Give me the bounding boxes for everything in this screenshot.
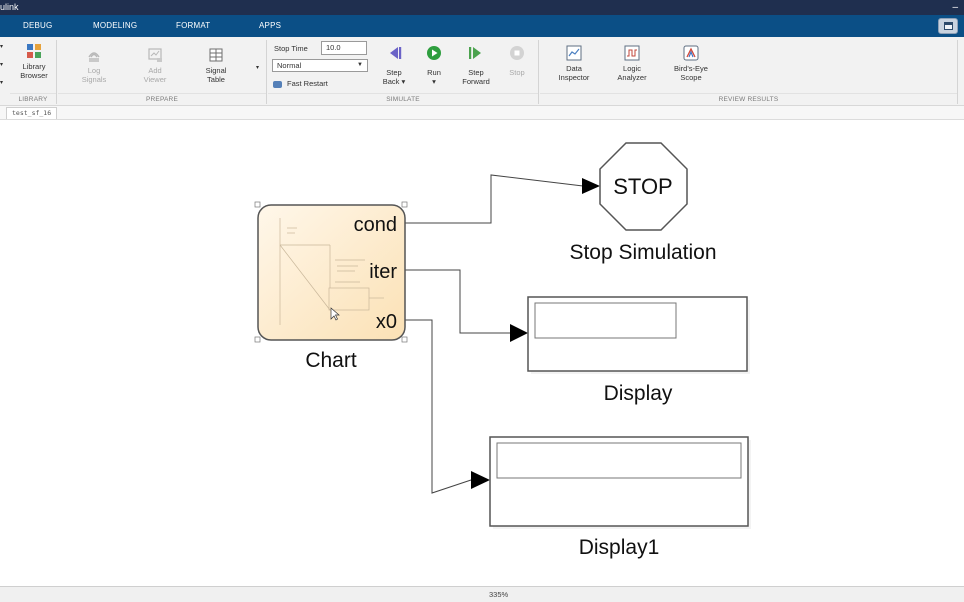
zoom-level: 335%	[489, 590, 509, 599]
section-simulate: Stop Time 10.0 Normal ▼ Fast Restart Ste…	[268, 40, 539, 104]
mouse-cursor-icon	[330, 307, 340, 321]
section-library: Library Browser LIBRARY	[10, 40, 57, 104]
section-prepare: Log Signals Add Viewer Sign	[58, 40, 267, 104]
log-signals-icon	[88, 52, 100, 62]
step-back-button[interactable]: Step Back ▾	[376, 45, 412, 86]
status-bar: 335%	[0, 586, 964, 602]
chart-port-x0: x0	[376, 311, 397, 333]
stop-button[interactable]: Stop	[502, 45, 532, 77]
model-tab-bar: test_sf_16	[0, 106, 964, 120]
tab-modeling[interactable]: MODELING	[93, 21, 138, 30]
tab-debug[interactable]: DEBUG	[23, 21, 53, 30]
save-icon	[944, 22, 953, 30]
display-label: Display	[604, 382, 673, 405]
signal-lines	[405, 174, 584, 494]
ribbon-tab-strip: DEBUG MODELING FORMAT APPS	[0, 15, 964, 37]
signal-line-x0[interactable]	[405, 319, 472, 494]
model-canvas[interactable]: cond iter x0 Chart STOP Stop Simulation …	[0, 120, 964, 586]
arrowhead-display1	[471, 471, 490, 489]
tab-format[interactable]: FORMAT	[176, 21, 211, 30]
section-label-library: LIBRARY	[10, 93, 56, 104]
signal-table-icon	[209, 48, 223, 62]
birds-eye-scope-button[interactable]: Bird's-Eye Scope	[666, 45, 716, 82]
block-diagram: cond iter x0 Chart STOP Stop Simulation …	[254, 142, 751, 559]
library-browser-button[interactable]: Library Browser	[14, 43, 54, 80]
chart-port-cond: cond	[354, 214, 397, 236]
run-button[interactable]: Run ▾	[418, 45, 450, 86]
section-label-prepare: PREPARE	[58, 93, 266, 104]
stop-simulation-label: Stop Simulation	[569, 241, 716, 264]
stop-time-input[interactable]: 10.0	[321, 41, 367, 55]
chevron-down-icon: ▼	[357, 62, 363, 68]
simulation-mode-select[interactable]: Normal ▼	[272, 59, 368, 72]
stop-time-label: Stop Time	[274, 44, 308, 53]
chart-block[interactable]	[254, 201, 408, 343]
toolstrip: ▾ ▾ ▾ Library Browser LIBRARY	[0, 37, 964, 106]
library-browser-icon	[27, 44, 41, 58]
step-forward-icon	[469, 47, 481, 59]
signal-line-iter[interactable]	[405, 269, 510, 334]
chart-block-label: Chart	[305, 349, 357, 372]
run-icon	[427, 46, 441, 60]
logic-analyzer-button[interactable]: Logic Analyzer	[608, 45, 656, 82]
window-title: ulink	[0, 2, 19, 12]
arrowhead-stop	[582, 178, 600, 194]
add-viewer-icon	[148, 48, 162, 62]
signal-line-cond[interactable]	[405, 174, 584, 224]
stop-block-text: STOP	[613, 174, 673, 199]
section-label-review-results: REVIEW RESULTS	[540, 93, 957, 104]
step-forward-button[interactable]: Step Forward	[456, 45, 496, 86]
birds-eye-scope-icon	[683, 45, 699, 61]
dropdown-arrow-icon[interactable]: ▾	[0, 80, 4, 86]
arrowhead-display	[510, 324, 528, 342]
display1-block[interactable]	[489, 436, 751, 529]
data-inspector-button[interactable]: Data Inspector	[550, 45, 598, 82]
stop-icon	[510, 46, 524, 60]
minimize-button[interactable]: –	[952, 2, 958, 13]
title-bar: ulink –	[0, 0, 964, 15]
section-label-simulate: SIMULATE	[268, 93, 538, 104]
logic-analyzer-icon	[624, 45, 640, 61]
chart-port-iter: iter	[369, 261, 397, 283]
prepare-expand-arrow-icon[interactable]: ▾	[256, 65, 260, 71]
stop-simulation-block[interactable]	[599, 142, 688, 231]
section-review-results: Data Inspector Logic Analyzer Bird's-Eye	[540, 40, 958, 104]
add-viewer-button[interactable]: Add Viewer	[133, 47, 177, 84]
tab-apps[interactable]: APPS	[259, 21, 282, 30]
arrowheads	[471, 178, 600, 489]
fast-restart-toggle[interactable]: Fast Restart	[273, 79, 328, 88]
signal-table-button[interactable]: Signal Table	[194, 47, 238, 84]
quick-access-button[interactable]	[938, 18, 958, 34]
model-tab[interactable]: test_sf_16	[6, 107, 58, 119]
display-block[interactable]	[527, 296, 750, 374]
fast-restart-icon	[273, 80, 282, 88]
data-inspector-icon	[566, 45, 582, 61]
chart-thumbnail	[279, 218, 384, 325]
step-back-icon	[390, 47, 402, 59]
display1-label: Display1	[579, 536, 660, 559]
dropdown-arrow-icon[interactable]: ▾	[0, 44, 4, 50]
log-signals-button[interactable]: Log Signals	[72, 47, 116, 84]
dropdown-arrow-icon[interactable]: ▾	[0, 62, 4, 68]
